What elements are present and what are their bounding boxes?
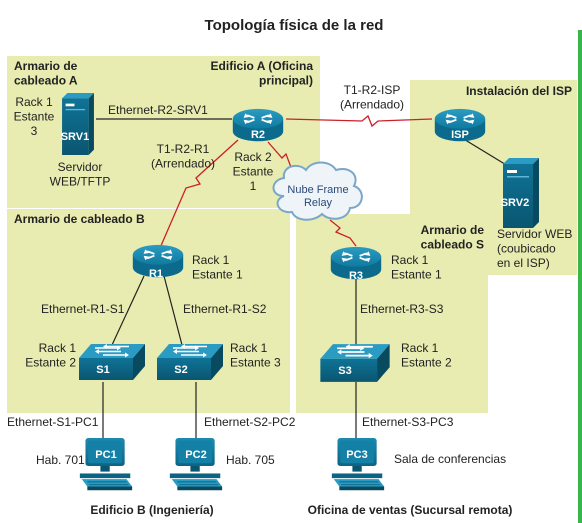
pc2-computer[interactable]: PC2	[169, 438, 223, 491]
text-line: Armario de	[421, 223, 485, 237]
pc3-computer[interactable]: PC3	[331, 438, 385, 491]
r2-router[interactable]: R2	[231, 108, 285, 143]
eth-r1-s1-label: Ethernet-R1-S1	[41, 302, 125, 316]
text-line: principal)	[259, 73, 313, 87]
text-line: Rack 2	[234, 150, 272, 164]
eth-r1-s2-label: Ethernet-R1-S2	[183, 302, 267, 316]
text-line: T1-R2-ISP	[344, 83, 401, 97]
srv2-label: SRV2	[501, 197, 530, 209]
text-line: Estante	[14, 109, 55, 123]
right-edge-stripe	[578, 30, 582, 523]
pc1-label: PC1	[95, 449, 116, 461]
pc1-room-label: Hab. 701	[36, 453, 85, 467]
eth-s3-pc3-label: Ethernet-S3-PC3	[362, 415, 454, 429]
pc3-label: PC3	[346, 449, 367, 461]
text-line: T1-R2-R1	[157, 142, 210, 156]
r3-label: R3	[349, 270, 363, 282]
s3-switch[interactable]: S3	[319, 343, 391, 383]
eth-r3-s3-label: Ethernet-R3-S3	[360, 302, 444, 316]
eth-s1-pc1-label: Ethernet-S1-PC1	[7, 415, 99, 429]
eth-s2-pc2-label: Ethernet-S2-PC2	[204, 415, 296, 429]
pc2-label: PC2	[185, 449, 206, 461]
isp-installation-label: Instalación del ISP	[466, 84, 572, 98]
r2-label: R2	[251, 129, 265, 141]
s3-label: S3	[338, 365, 351, 377]
t1-r2-isp-label: T1-R2-ISP(Arrendado)	[340, 83, 404, 111]
text-line: Rack 1	[15, 95, 53, 109]
text-line: Nube Frame	[287, 184, 348, 196]
pc1-computer[interactable]: PC1	[79, 438, 133, 491]
isp-router[interactable]: ISP	[433, 108, 487, 143]
text-line: Rack 1	[192, 253, 230, 267]
s1-switch[interactable]: S1	[78, 343, 146, 381]
text-line: (Arrendado)	[340, 97, 404, 111]
diagram-title: Topología física de la red	[205, 17, 384, 34]
link-cloud-r3	[329, 219, 357, 247]
text-line: Servidor	[58, 160, 103, 174]
text-line: (Arrendado)	[151, 156, 215, 170]
text-line: Rack 1	[230, 341, 268, 355]
t1-r2-r1-label: T1-R2-R1(Arrendado)	[151, 142, 215, 170]
text-line: 3	[31, 124, 38, 138]
text-line: en el ISP)	[497, 256, 550, 270]
srv1-label: SRV1	[61, 131, 90, 143]
text-line: WEB/TFTP	[50, 174, 111, 188]
text-line: Estante 1	[192, 267, 243, 281]
text-line: Rack 1	[39, 341, 77, 355]
building-b-label: Edificio B (Ingeniería)	[90, 503, 213, 517]
text-line: (coubicado	[497, 241, 556, 255]
text-line: Servidor WEB	[497, 227, 572, 241]
text-line: cableado S	[421, 237, 484, 251]
s2-switch[interactable]: S2	[156, 343, 224, 381]
r1-label: R1	[149, 268, 163, 280]
text-line: cableado A	[14, 73, 78, 87]
text-line: Estante	[233, 164, 274, 178]
r3-router[interactable]: R3	[329, 246, 383, 282]
s1-label: S1	[96, 364, 109, 376]
link-r2-r1	[159, 139, 239, 249]
pc2-room-label: Hab. 705	[226, 453, 275, 467]
ethernet-links	[96, 118, 509, 440]
text-line: Rack 1	[391, 253, 429, 267]
cabinet-b-area	[7, 209, 290, 413]
link-isp-srv2	[461, 137, 509, 167]
r1-router[interactable]: R1	[131, 244, 185, 280]
link-r1-s1	[111, 275, 145, 346]
cabinet-b-label: Armario de cableado B	[14, 212, 145, 226]
text-line: Relay	[304, 197, 333, 209]
sales-office-label: Oficina de ventas (Sucursal remota)	[308, 503, 513, 517]
text-line: 1	[250, 179, 257, 193]
eth-r2-srv1-label: Ethernet-R2-SRV1	[108, 103, 208, 117]
s2-label: S2	[174, 364, 187, 376]
link-r1-s2	[163, 275, 183, 346]
pc3-room-label: Sala de conferencias	[394, 452, 506, 466]
text-line: Estante 2	[401, 355, 452, 369]
text-line: Edificio A (Oficina	[211, 59, 314, 73]
text-line: Estante 3	[230, 355, 281, 369]
link-r2-isp	[285, 114, 433, 128]
text-line: Estante 2	[25, 355, 76, 369]
isp-label: ISP	[451, 129, 469, 141]
text-line: Estante 1	[391, 267, 442, 281]
text-line: Armario de	[14, 59, 78, 73]
srv1-server[interactable]: SRV1	[61, 93, 94, 155]
srv2-server[interactable]: SRV2	[501, 158, 539, 228]
text-line: Rack 1	[401, 341, 439, 355]
